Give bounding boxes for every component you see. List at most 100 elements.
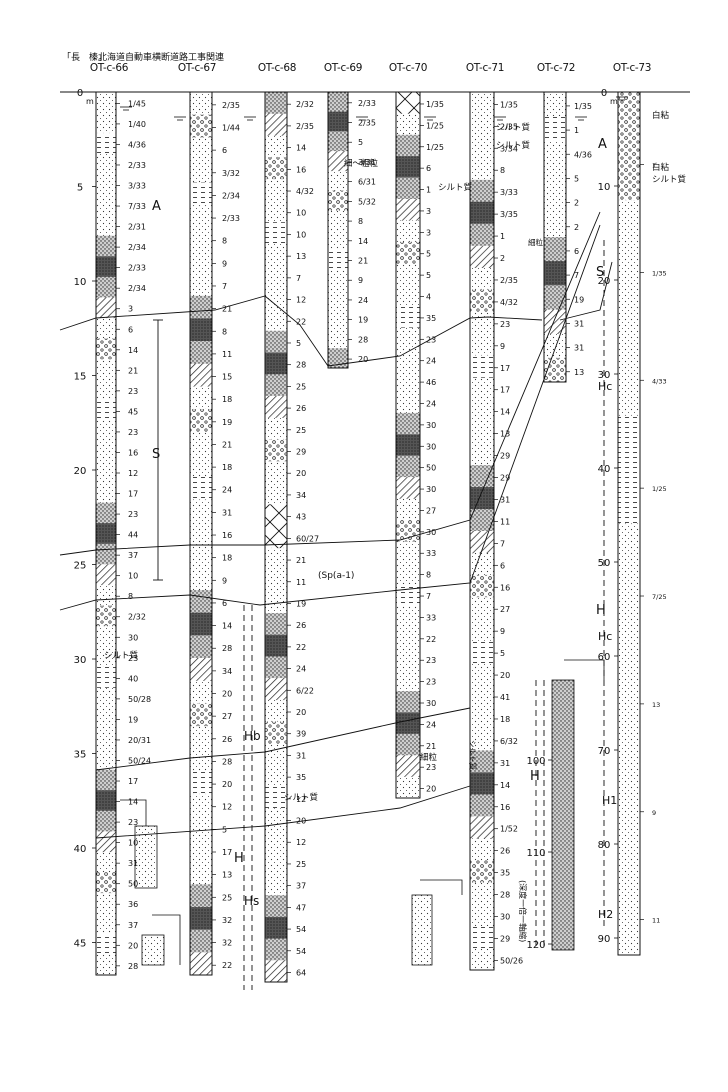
soil-layer	[265, 569, 287, 592]
soil-layer	[396, 648, 420, 670]
soil-layer	[190, 816, 212, 840]
n-value-label: 1/25	[426, 121, 444, 130]
n-value-label: 16	[500, 583, 510, 592]
soil-layer	[470, 926, 494, 949]
n-value-label: 24	[358, 296, 368, 305]
depth-tick-label: 110	[526, 848, 545, 859]
soil-layer	[328, 210, 348, 231]
borehole-column-ot-c-66	[95, 91, 120, 976]
soil-layer	[265, 547, 287, 570]
depth-axis-inset	[548, 759, 552, 945]
soil-layer	[470, 399, 494, 422]
soil-layer	[265, 200, 287, 223]
layer-label-hc2-right: Hc	[598, 630, 612, 643]
n-value-label: 32	[222, 939, 232, 948]
n-value-label: 29	[500, 452, 510, 461]
soil-layer	[96, 543, 116, 565]
layer-label-h: H	[234, 851, 244, 866]
soil-layer	[396, 605, 420, 628]
n-value-label: 36	[128, 900, 138, 909]
layer-label-s-right: S	[596, 265, 604, 280]
n-value-label: 9	[222, 576, 227, 585]
n-value-label: 10	[128, 839, 138, 848]
soil-layer	[96, 708, 116, 729]
annot-silt-71a: シルト質	[496, 122, 531, 133]
location-label: 「長 榛」	[62, 53, 108, 63]
soil-layer	[470, 377, 494, 400]
layer-label-h1-right: H1	[602, 794, 617, 807]
soil-layer	[96, 502, 116, 524]
soil-layer	[396, 263, 420, 285]
soil-layer	[96, 235, 116, 257]
soil-layer	[190, 680, 212, 704]
n-value-label: 24	[296, 665, 306, 674]
soil-layer	[265, 830, 287, 852]
n-value-label: 28	[128, 962, 138, 971]
n-value-label: 2/35	[222, 101, 240, 110]
n-value-label: 6/32	[500, 737, 518, 746]
layer-label-h-inset: H	[530, 769, 540, 784]
n-value-label: 37	[296, 882, 306, 891]
n-value-label: 23	[128, 654, 138, 663]
soil-layer	[328, 249, 348, 270]
n-value-label: 11	[222, 350, 232, 359]
n-value-label: 1/35	[426, 100, 444, 109]
soil-layer	[96, 92, 116, 113]
n-value-label: 64	[296, 969, 306, 978]
soil-layer	[265, 287, 287, 310]
n-value-label: 17	[222, 848, 232, 857]
n-value-label: 2	[500, 254, 505, 263]
n-value-label: 6	[574, 247, 579, 256]
soil-layer	[470, 772, 494, 795]
soil-layer	[190, 227, 212, 251]
soil-layer	[265, 352, 287, 375]
n-value-label: 27	[222, 712, 232, 721]
soil-layer	[328, 269, 348, 290]
soil-layer	[190, 793, 212, 817]
soil-layer	[328, 190, 348, 211]
soil-layer	[96, 400, 116, 421]
n-value-label: 4/32	[500, 298, 518, 307]
soil-layer	[265, 938, 287, 961]
n-value-label: 30	[426, 699, 436, 708]
n-value-label: 1/44	[222, 124, 240, 133]
n-value-label: 23	[128, 387, 138, 396]
soil-layer	[396, 498, 420, 521]
n-value-label: 47	[296, 903, 306, 912]
n-value-label: 22	[426, 635, 436, 644]
n-value-label: 50/28	[128, 695, 151, 704]
soil-layer	[96, 441, 116, 462]
n-value-label: 30	[426, 421, 436, 430]
soil-layer	[190, 725, 212, 749]
annot-fine-70: 細粒	[420, 752, 438, 763]
soil-layer	[96, 728, 116, 750]
soil-layer	[96, 749, 116, 770]
soil-layer	[396, 691, 420, 713]
n-value-label: 17	[128, 490, 138, 499]
n-value-label: 1	[574, 126, 579, 135]
n-value-label: 23	[426, 763, 436, 772]
depth-tick-label: 45	[74, 939, 87, 950]
soil-layer	[190, 205, 212, 229]
n-value-label: 10	[296, 209, 306, 218]
soil-layer	[96, 810, 116, 832]
n-value-label: 35	[296, 773, 306, 782]
soil-layer	[96, 954, 116, 976]
soil-layer	[265, 330, 287, 353]
borehole-columns	[95, 91, 644, 983]
n-value-label: 24	[426, 720, 436, 729]
n-value-label: 6	[222, 146, 227, 155]
depth-tick-label: 30	[598, 370, 611, 381]
n-value-label: 19	[128, 715, 138, 724]
soil-layer	[618, 415, 640, 524]
soil-layer	[396, 241, 420, 264]
depth-tick-label: 5	[77, 183, 83, 194]
soil-layer	[265, 526, 287, 549]
n-value-label: 2/33	[358, 99, 376, 108]
n-value-label: 7/33	[128, 202, 146, 211]
annot-silt-70: シルト質	[438, 182, 473, 193]
n-value-label: 2/35	[358, 119, 376, 128]
soil-layer	[265, 439, 287, 462]
annot-silt-66: シルト質	[104, 650, 139, 661]
